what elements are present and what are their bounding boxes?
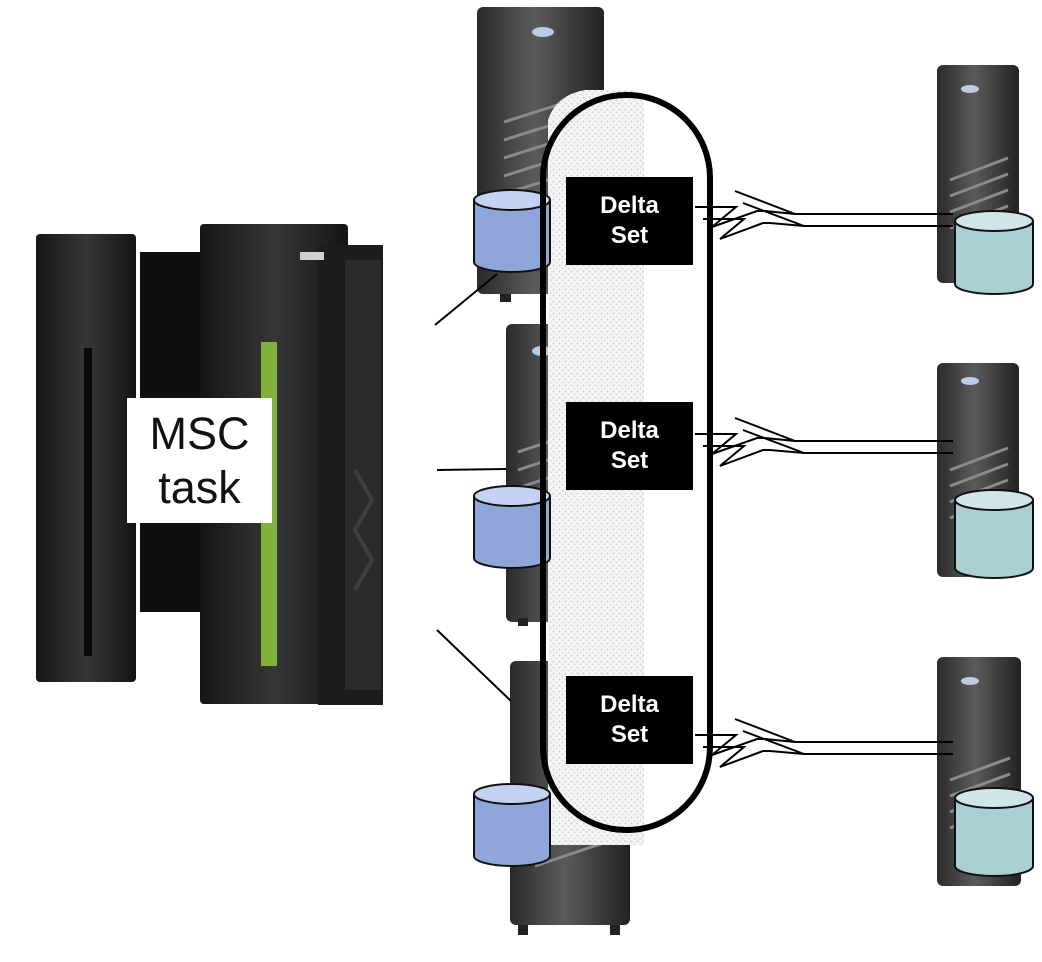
primary-disk-icon-1 (473, 189, 551, 273)
delta-set-2-line-2: Set (610, 447, 649, 474)
control-link-2 (436, 468, 507, 471)
delta-set-1-line-1: Delta (600, 192, 659, 219)
replication-link-2 (695, 417, 953, 467)
secondary-disk-icon-1 (954, 210, 1034, 295)
consistency-group-capsule (540, 92, 713, 833)
delta-set-box-3: Delta Set (566, 676, 693, 764)
delta-set-1-line-2: Set (610, 222, 649, 249)
primary-disk-icon-3 (473, 783, 551, 867)
secondary-disk-icon-2 (954, 489, 1034, 579)
delta-set-3-line-1: Delta (600, 691, 659, 718)
secondary-disk-icon-3 (954, 787, 1034, 877)
delta-set-3-line-2: Set (610, 721, 649, 748)
msc-task-line-2: task (158, 461, 241, 513)
control-link-1 (434, 273, 498, 326)
delta-set-box-2: Delta Set (566, 402, 693, 490)
replication-link-1 (695, 190, 953, 240)
delta-set-2-line-1: Delta (600, 417, 659, 444)
control-link-3 (436, 629, 512, 702)
primary-disk-icon-2 (473, 485, 551, 569)
delta-set-box-1: Delta Set (566, 177, 693, 265)
mainframe-icon (36, 224, 383, 705)
msc-task-label: MSC task (127, 398, 272, 523)
msc-task-line-1: MSC (149, 407, 250, 459)
replication-link-3 (695, 718, 953, 768)
